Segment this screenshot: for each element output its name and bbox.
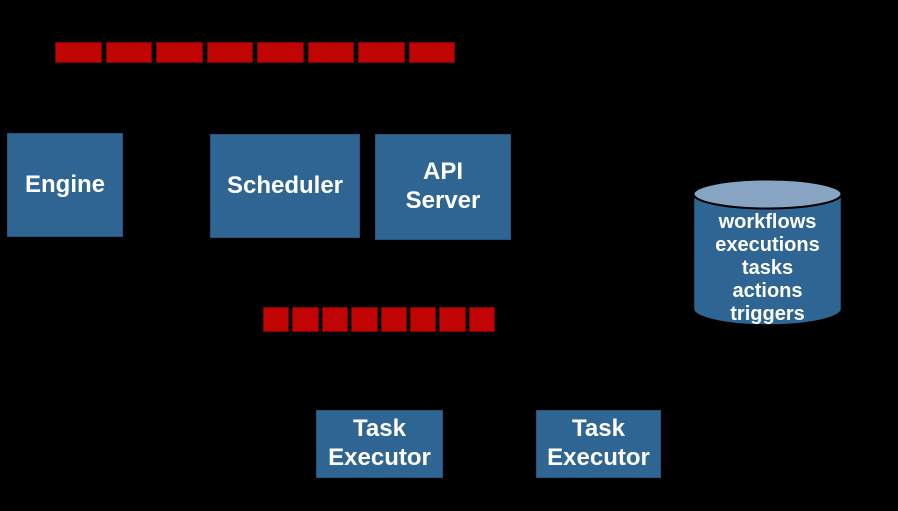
database-cylinder-top [692,178,843,210]
database-icon [692,178,843,326]
queue-segment [351,307,378,332]
queue-segment [263,307,290,332]
task-executor-1-label-line2: Executor [328,444,431,471]
database-cylinder: workflows executions tasks actions trigg… [692,178,843,326]
queue-segment [292,307,319,332]
api-server-label-line1: API [422,158,463,186]
database-cylinder-body [692,178,843,326]
queue-segment [321,307,349,332]
queue-segment [468,307,495,332]
queue-segment [307,42,354,63]
db-label-tasks: tasks [741,257,794,279]
queue-segment [105,42,152,63]
queue-segment [156,42,203,63]
db-label-triggers: triggers [730,303,805,325]
db-label-actions: actions [732,280,803,302]
queue-segment [257,42,304,63]
task-executor-1-label-line1: Task [353,415,406,443]
task-executor-2-label-line2: Executor [547,444,650,471]
queue-segment [408,42,455,63]
db-label-workflows: workflows [718,211,817,233]
scheduler-label: Scheduler [226,171,344,199]
queue-segment [409,307,437,332]
task-executor-1-node: Task Executor [316,410,443,478]
queue-segment [439,307,466,332]
queue-segment [358,42,405,63]
engine-label: Engine [24,170,105,198]
queue-segment [206,42,253,63]
engine-node: Engine [7,133,123,237]
task-executor-2-label-line1: Task [572,415,625,443]
db-label-executions: executions [715,234,820,256]
queue-segment [380,307,407,332]
api-server-node: API Server [375,134,511,240]
scheduler-node: Scheduler [210,134,360,238]
message-queue-bottom [263,307,495,332]
api-server-label-line2: Server [405,187,481,214]
message-queue-top [55,42,455,63]
database-labels: workflows executions tasks actions trigg… [692,211,843,326]
queue-segment [55,42,102,63]
task-executor-2-node: Task Executor [536,410,661,478]
